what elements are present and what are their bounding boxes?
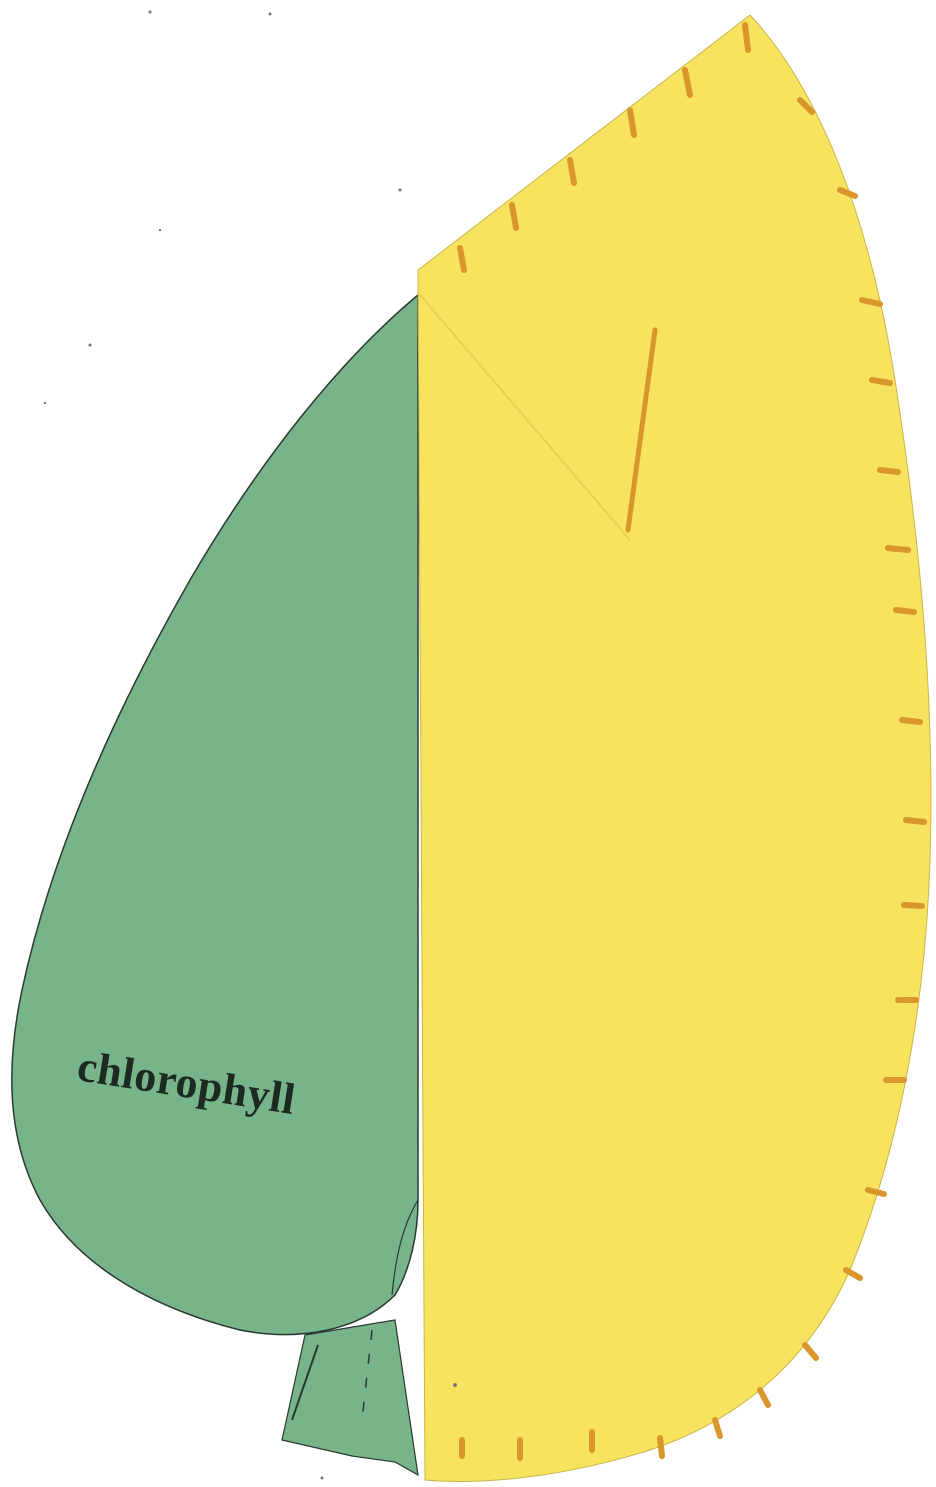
green-leaf-half xyxy=(12,295,418,1335)
yellow-leaf-half xyxy=(418,15,931,1481)
green-leaf-stem xyxy=(282,1320,418,1475)
